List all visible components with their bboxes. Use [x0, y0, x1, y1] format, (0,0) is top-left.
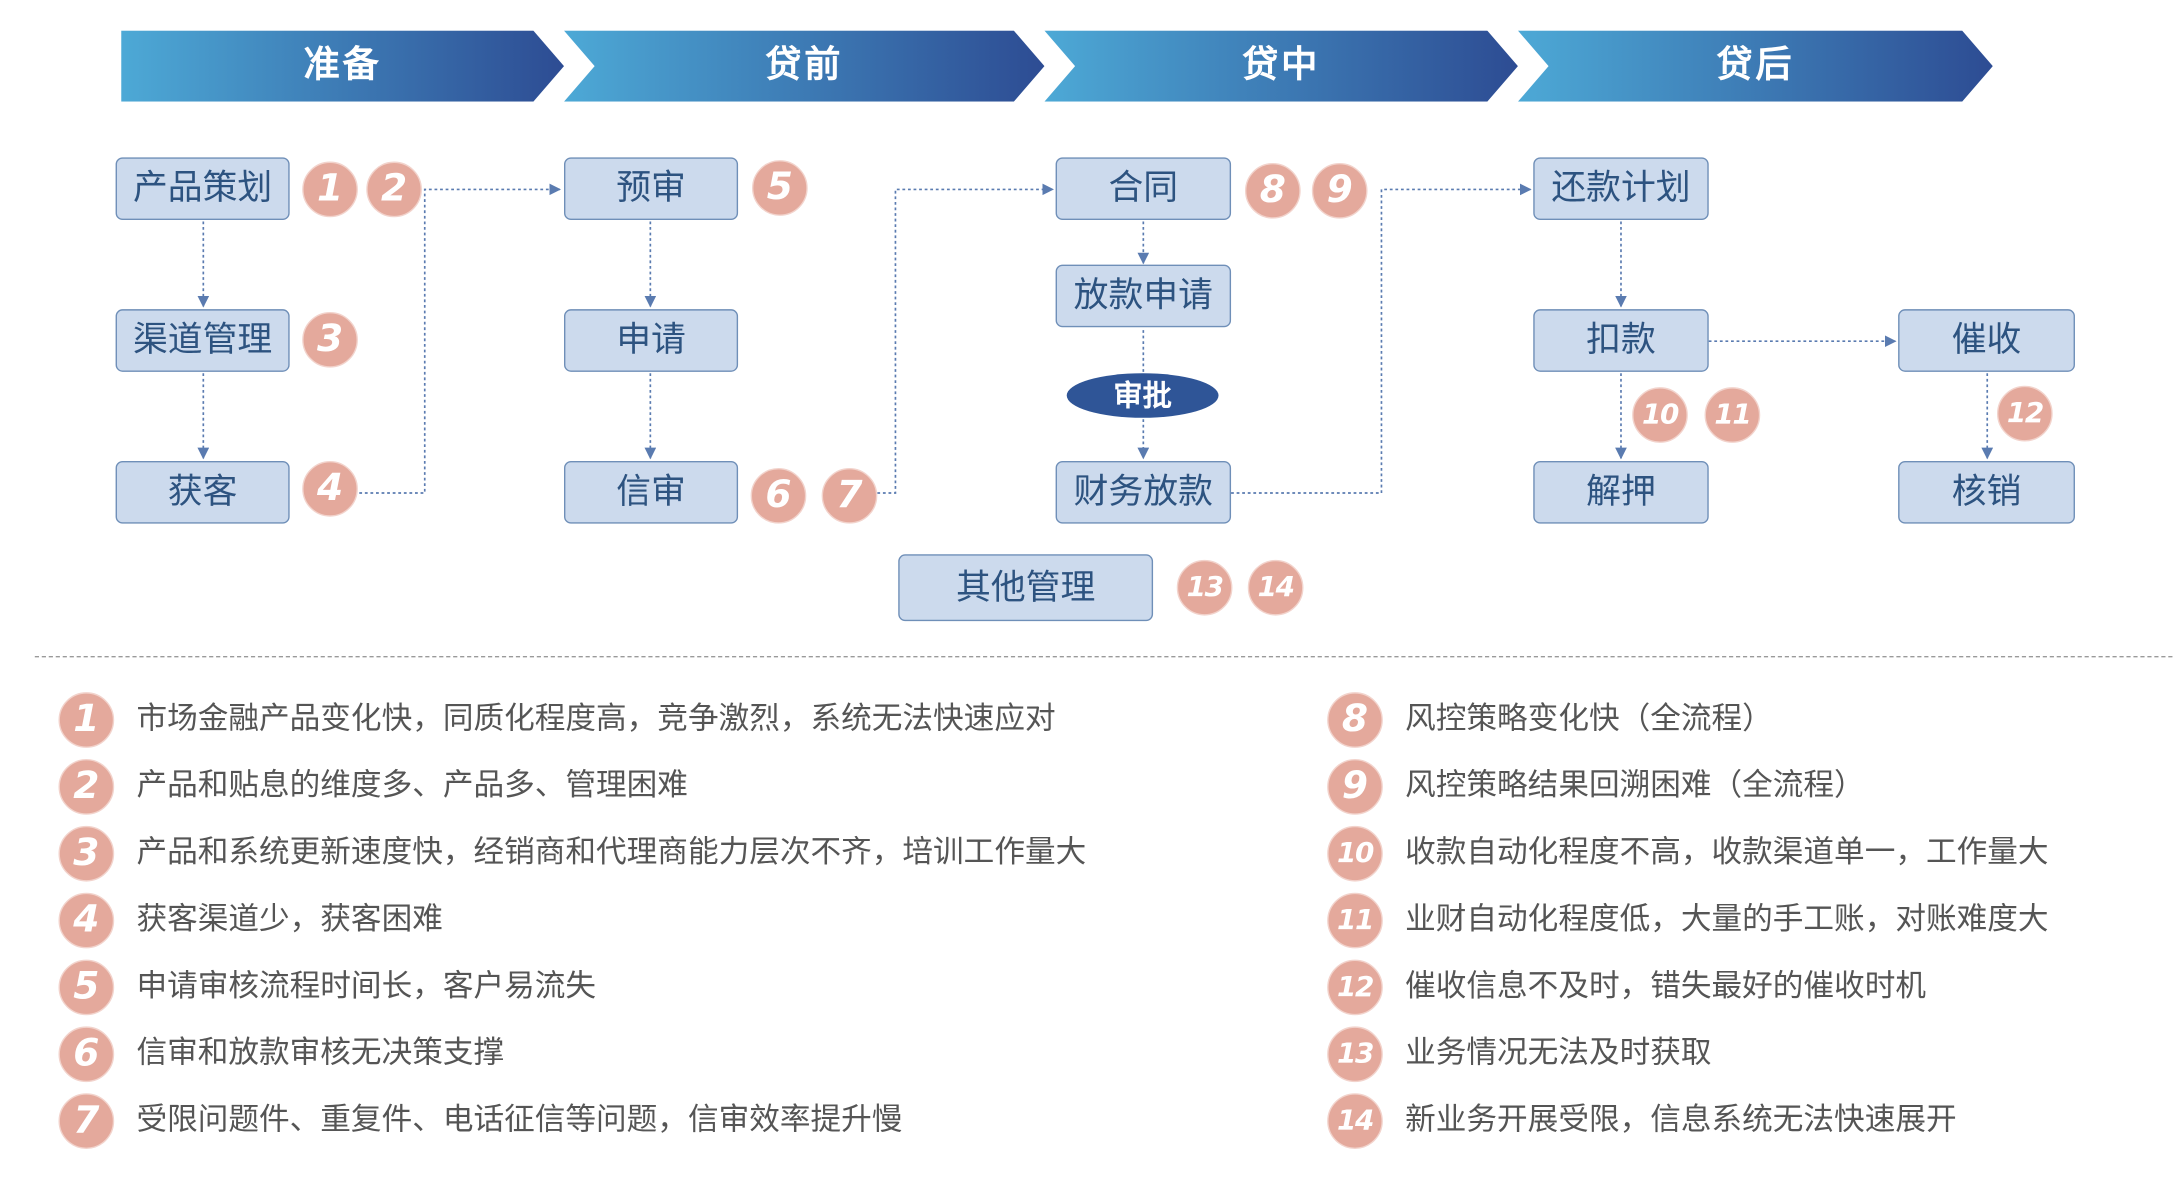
badge-10: 10	[1632, 387, 1688, 443]
node-other-management: 其他管理	[898, 554, 1154, 622]
note-badge: 12	[1327, 959, 1383, 1016]
note-badge: 11	[1327, 892, 1383, 949]
badge-7: 7	[821, 467, 878, 524]
node-approve: 审批	[1066, 373, 1219, 418]
note-badge: 14	[1327, 1093, 1383, 1149]
node-apply: 申请	[564, 309, 739, 372]
link-finance-to-repayplan	[1231, 183, 1532, 494]
node-repayment-plan: 还款计划	[1533, 157, 1709, 221]
note-badge: 10	[1327, 825, 1383, 882]
badge-3: 3	[302, 311, 358, 368]
section-divider	[34, 655, 2173, 658]
node-channel-management: 渠道管理	[115, 309, 290, 372]
node-credit-review: 信审	[564, 460, 739, 524]
node-acquire-customer: 获客	[115, 460, 290, 524]
badge-2: 2	[366, 161, 422, 218]
note-badge: 9	[1327, 759, 1383, 815]
node-finance-loan: 财务放款	[1055, 460, 1232, 524]
note-text: 业财自动化程度低，大量的手工账，对账难度大	[1405, 902, 2049, 938]
note-text: 催收信息不及时，错失最好的催收时机	[1405, 969, 1926, 1005]
note-badge: 1	[58, 692, 115, 748]
stage-pre-loan: 贷前	[564, 30, 1045, 102]
node-loan-apply: 放款申请	[1055, 264, 1232, 328]
badge-14: 14	[1247, 559, 1304, 616]
badge-6: 6	[750, 467, 807, 524]
badge-12: 12	[1996, 385, 2053, 442]
stage-label: 贷中	[1242, 44, 1321, 87]
note-text: 业务情况无法及时获取	[1405, 1036, 1712, 1071]
badge-8: 8	[1244, 162, 1301, 219]
badge-11: 11	[1704, 387, 1761, 443]
note-badge: 8	[1327, 692, 1383, 748]
node-release-mortgage: 解押	[1533, 460, 1709, 524]
stage-in-loan: 贷中	[1044, 30, 1518, 102]
note-text: 风控策略结果回溯困难（全流程）	[1405, 768, 1865, 804]
badge-13: 13	[1176, 559, 1233, 616]
note-text: 风控策略变化快（全流程）	[1405, 701, 1773, 737]
note-badge: 3	[58, 825, 115, 882]
note-text: 市场金融产品变化快，同质化程度高，竞争激烈，系统无法快速应对	[136, 701, 1056, 737]
note-text: 新业务开展受限，信息系统无法快速展开	[1405, 1103, 1957, 1138]
stage-post-loan: 贷后	[1517, 30, 1993, 102]
badge-1: 1	[302, 161, 358, 218]
note-text: 产品和系统更新速度快，经销商和代理商能力层次不齐，培训工作量大	[136, 835, 1087, 871]
note-badge: 2	[58, 759, 115, 815]
note-badge: 4	[58, 892, 115, 949]
badge-4: 4	[302, 460, 358, 517]
note-text: 信审和放款审核无决策支撑	[136, 1036, 505, 1071]
badge-9: 9	[1311, 162, 1368, 219]
stage-prepare: 准备	[121, 30, 565, 102]
note-text: 产品和贴息的维度多、产品多、管理困难	[136, 768, 688, 804]
link-creditreview-to-contract	[877, 183, 1054, 494]
node-deduct: 扣款	[1533, 309, 1709, 372]
stage-label: 贷后	[1716, 44, 1795, 87]
node-pre-review: 预审	[564, 157, 739, 221]
node-write-off: 核销	[1898, 460, 2075, 524]
note-badge: 7	[58, 1093, 115, 1149]
link-acquire-to-prereview	[359, 183, 561, 494]
stage-label: 贷前	[765, 44, 844, 87]
note-text: 受限问题件、重复件、电话征信等问题，信审效率提升慢	[136, 1103, 903, 1138]
note-text: 申请审核流程时间长，客户易流失	[136, 969, 597, 1005]
node-product-plan: 产品策划	[115, 157, 290, 221]
note-text: 获客渠道少，获客困难	[136, 902, 443, 938]
note-badge: 6	[58, 1026, 115, 1083]
badge-5: 5	[752, 160, 808, 216]
note-badge: 13	[1327, 1026, 1383, 1083]
node-contract: 合同	[1055, 157, 1232, 221]
note-badge: 5	[58, 959, 115, 1016]
node-collection: 催收	[1898, 309, 2075, 372]
stage-label: 准备	[303, 44, 382, 87]
note-text: 收款自动化程度不高，收款渠道单一，工作量大	[1405, 835, 2049, 871]
